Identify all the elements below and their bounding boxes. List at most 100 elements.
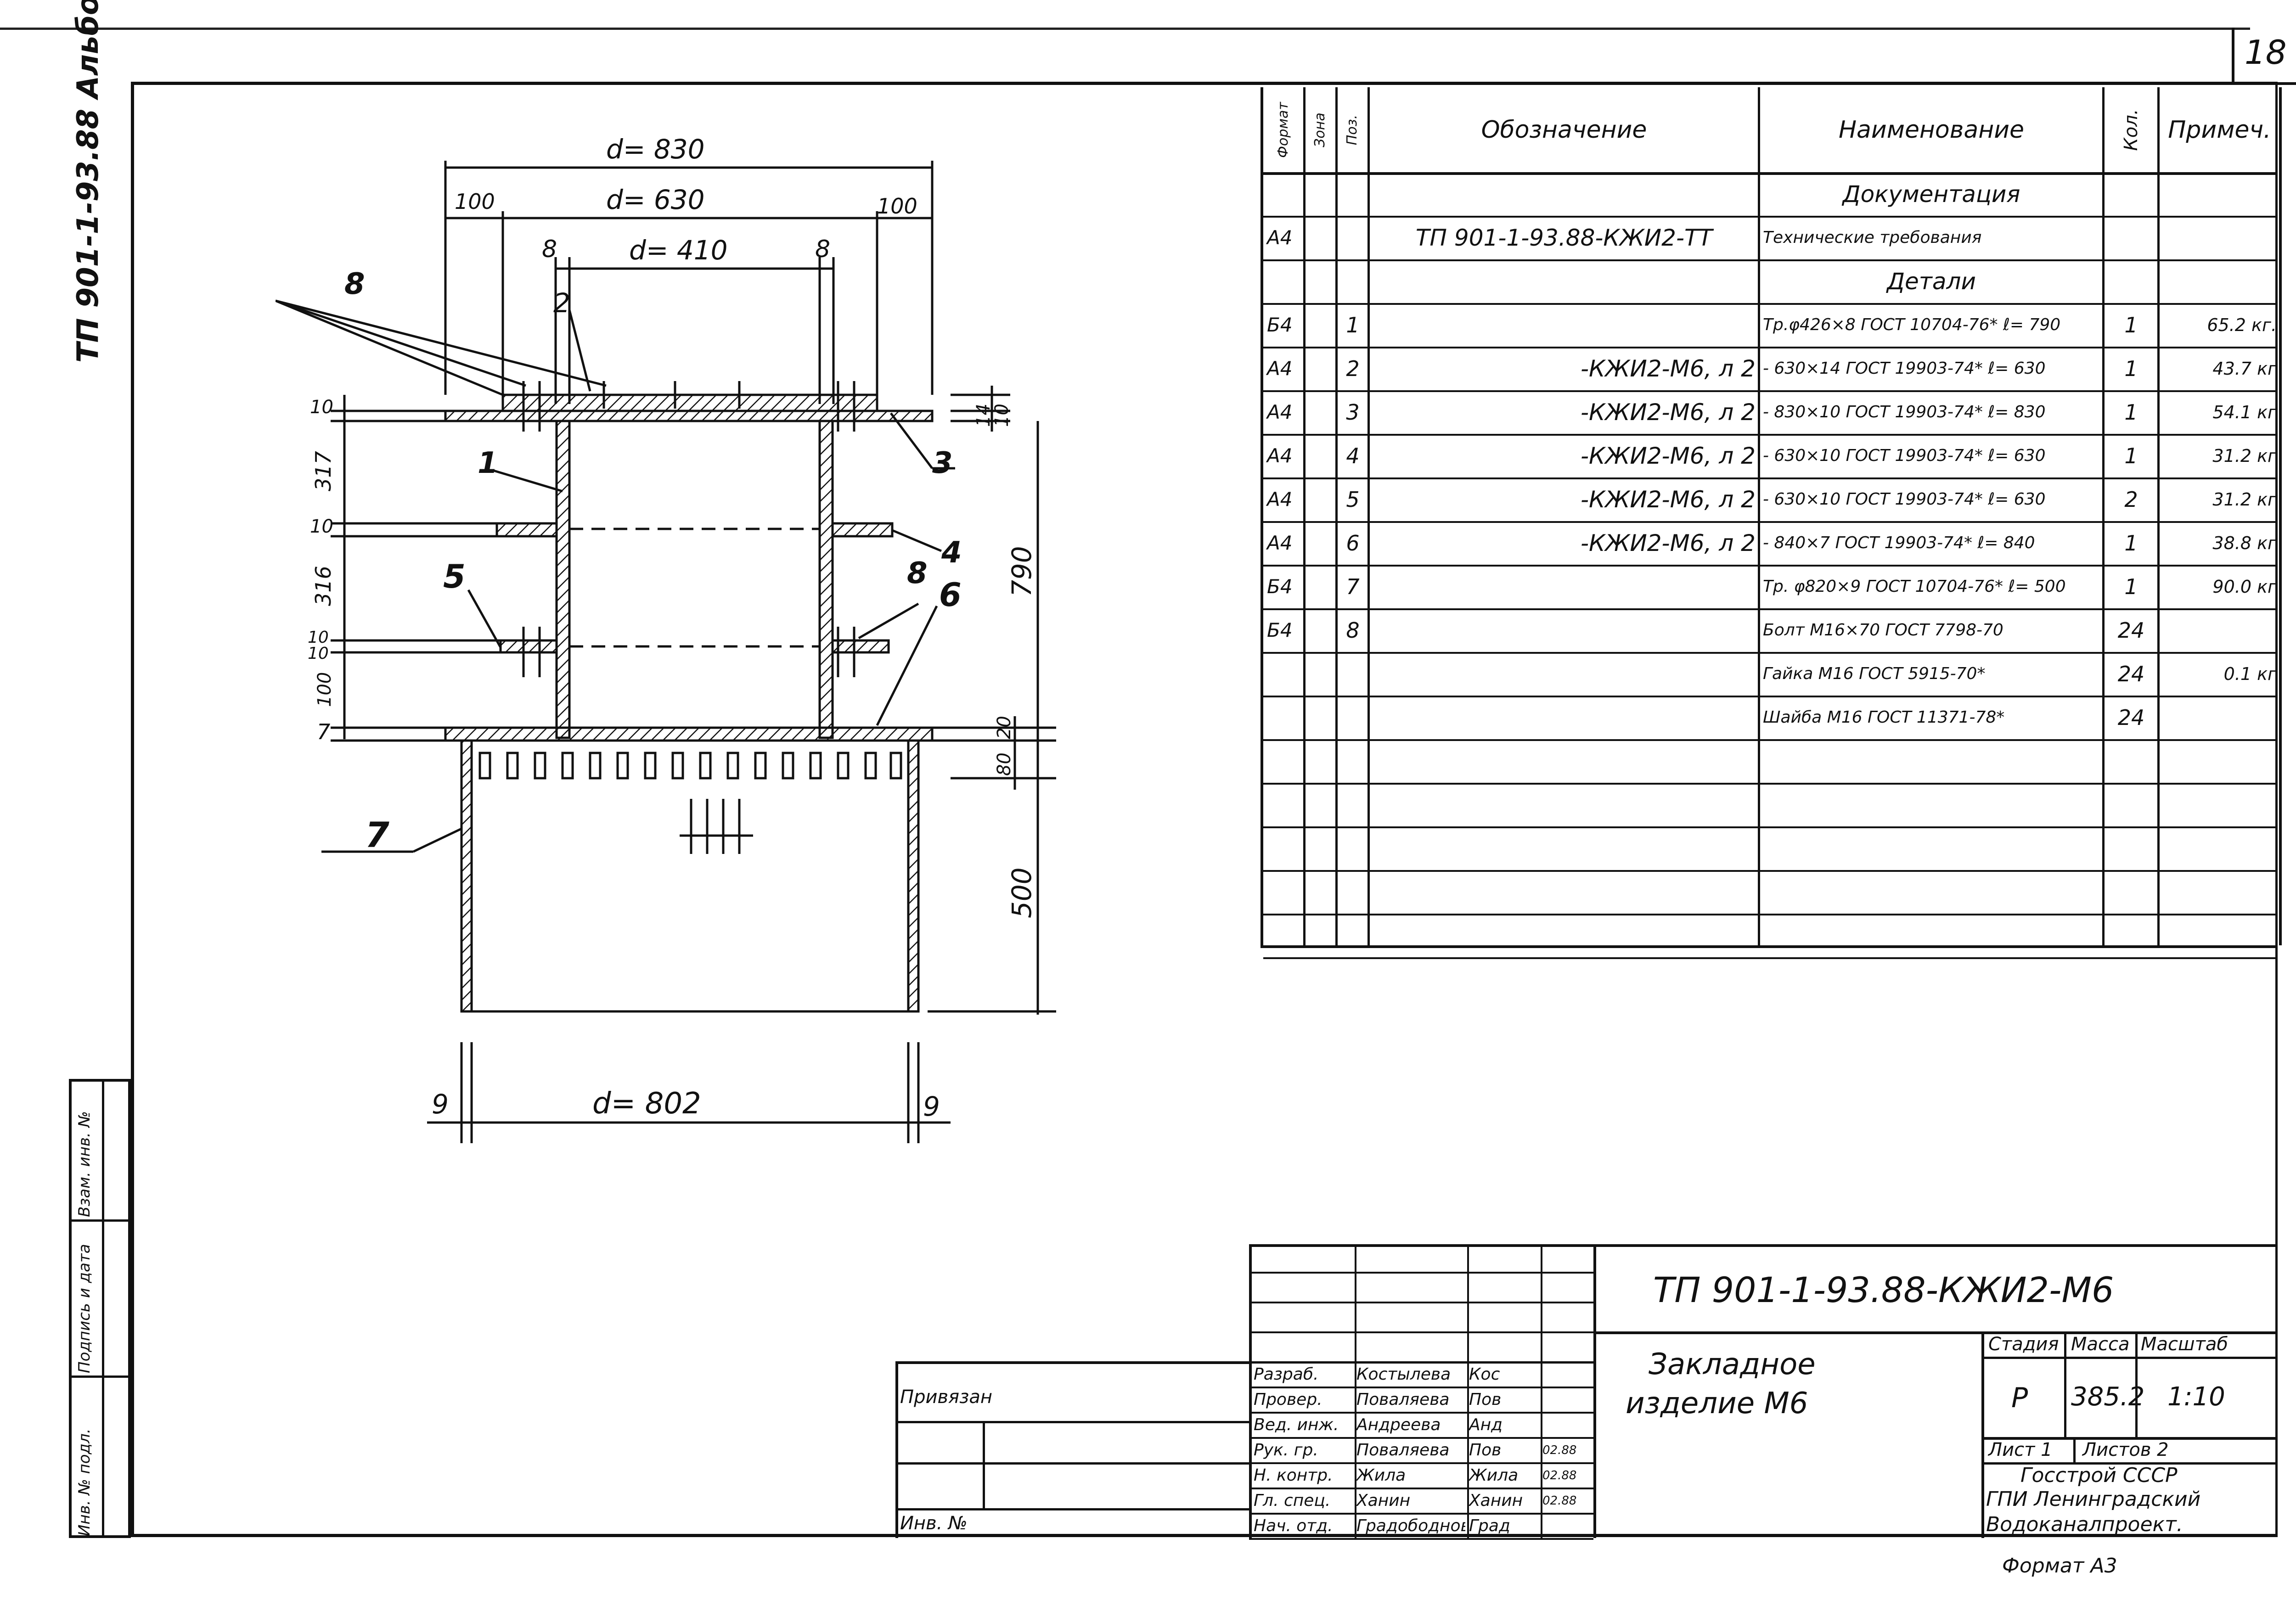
- spec-cell-note: [2159, 870, 2280, 914]
- org-line-2: ГПИ Ленинградский: [1986, 1488, 2201, 1511]
- spec-row: [1263, 870, 2278, 914]
- stamp-label-sign: Подпись и дата: [75, 1244, 94, 1373]
- spec-cell-qty: [2104, 914, 2159, 957]
- signer-role: Н. контр.: [1254, 1466, 1333, 1485]
- scale-value: 1:10: [2167, 1382, 2225, 1412]
- spec-cell-zone: [1305, 696, 1337, 739]
- spec-cell-name: [1759, 739, 2104, 783]
- spec-cell-format: [1263, 826, 1305, 870]
- signer-role: Провер.: [1254, 1390, 1322, 1409]
- callout-3: 3: [932, 446, 953, 480]
- drawing-code: ТП 901-1-93.88-КЖИ2-М6: [1653, 1269, 2114, 1310]
- spec-cell-format: Б4: [1267, 314, 1293, 336]
- spec-cell-note: 31.2 кг: [2212, 489, 2277, 510]
- spec-cell-qty: [2104, 870, 2159, 914]
- org-line-1: Госстрой СССР: [2020, 1464, 2178, 1487]
- spec-cell-designation: [1369, 565, 1759, 608]
- spec-cell-name: [1759, 914, 2104, 957]
- signer-sign: Жила: [1469, 1466, 1519, 1485]
- spec-cell-designation: -КЖИ2-М6, л 2: [1580, 399, 1756, 426]
- signer-date: [1542, 1363, 1592, 1386]
- spec-cell-format: [1263, 914, 1305, 957]
- spec-cell-pos: [1337, 826, 1369, 870]
- dim-right100: 100: [877, 194, 917, 219]
- spec-cell-name: - 630×14 ГОСТ 19903-74* ℓ= 630: [1763, 359, 2046, 378]
- spec-cell-format: А4: [1267, 444, 1293, 467]
- dim-h10d: 10: [308, 644, 329, 663]
- dim-h316: 316: [311, 566, 336, 606]
- spec-cell-designation: -КЖИ2-М6, л 2: [1580, 529, 1756, 556]
- callout-7: 7: [365, 814, 389, 855]
- spec-cell-qty: 2: [2124, 487, 2138, 512]
- spec-cell-designation: [1369, 783, 1759, 826]
- signer-role: Нач. отд.: [1254, 1516, 1333, 1535]
- spec-cell-name: Шайба М16 ГОСТ 11371-78*: [1763, 708, 2005, 727]
- spec-cell-designation: [1369, 914, 1759, 957]
- spec-cell-zone: [1305, 739, 1337, 783]
- spec-cell-designation: [1369, 608, 1759, 652]
- spec-cell-designation: [1369, 652, 1759, 696]
- spec-cell-note: 90.0 кг: [2212, 576, 2277, 597]
- spec-header-designation: Обозначение: [1481, 116, 1647, 144]
- dim-d802: d= 802: [592, 1087, 701, 1121]
- signer-sign: Ханин: [1469, 1491, 1523, 1510]
- spec-cell-qty: 24: [2117, 705, 2145, 730]
- org-line-3: Водоканалпроект.: [1986, 1513, 2183, 1536]
- spec-cell-qty: [2104, 739, 2159, 783]
- spec-cell-zone: [1305, 477, 1337, 521]
- spec-cell-format: [1263, 696, 1305, 739]
- spec-cell-format: [1263, 739, 1305, 783]
- spec-cell-format: Б4: [1267, 575, 1293, 598]
- stamp-label-inv: Инв. № подл.: [75, 1428, 94, 1536]
- dim-h500: 500: [1006, 867, 1037, 918]
- dim-d410: d= 410: [629, 235, 728, 266]
- page-number-box: 18: [2232, 28, 2296, 85]
- spec-cell-pos: 6: [1346, 530, 1360, 556]
- callout-5: 5: [443, 558, 466, 595]
- spec-cell-designation: -КЖИ2-М6, л 2: [1580, 355, 1756, 382]
- callout-6: 6: [939, 576, 962, 614]
- signer-sign: Анд: [1469, 1415, 1503, 1434]
- spec-row: [1263, 783, 2278, 826]
- spec-cell-pos: [1337, 172, 1369, 216]
- callout-4: 4: [941, 536, 962, 570]
- signer-name: Жила: [1356, 1466, 1406, 1485]
- signer-sign: Пов: [1469, 1441, 1502, 1460]
- spec-cell-format: А4: [1267, 357, 1293, 380]
- signer-role: Гл. спец.: [1254, 1491, 1331, 1510]
- scale-header: Масштаб: [2141, 1334, 2228, 1355]
- spec-cell-pos: 3: [1346, 399, 1360, 425]
- spec-cell-pos: [1337, 783, 1369, 826]
- sheets-label: Листов 2: [2082, 1439, 2169, 1460]
- spec-cell-zone: [1305, 259, 1337, 303]
- spec-header-name: Наименование: [1838, 116, 2025, 144]
- spec-cell-zone: [1305, 826, 1337, 870]
- spec-cell-zone: [1305, 172, 1337, 216]
- spec-cell-designation: [1369, 259, 1759, 303]
- signer-date: [1542, 1388, 1592, 1411]
- side-stamp: Инв. № подл. Подпись и дата Взам. инв. №: [69, 1079, 131, 1538]
- title-line-2: изделие М6: [1626, 1387, 1808, 1420]
- spec-cell-qty: [2104, 172, 2159, 216]
- stamp-label-replace: Взам. инв. №: [75, 1111, 94, 1217]
- spec-cell-pos: 1: [1346, 312, 1360, 337]
- spec-cell-name: Болт М16×70 ГОСТ 7798-70: [1763, 621, 2003, 640]
- spec-cell-zone: [1305, 390, 1337, 434]
- dim-d630: d= 630: [606, 184, 705, 215]
- spec-cell-qty: 24: [2117, 661, 2145, 686]
- dim-h10r: 10: [991, 404, 1013, 427]
- signer-sign: Град: [1469, 1516, 1510, 1535]
- spec-cell-qty: [2104, 259, 2159, 303]
- signer-name: Поваляева: [1356, 1390, 1450, 1409]
- spec-cell-qty: 24: [2117, 618, 2145, 643]
- spec-cell-zone: [1305, 783, 1337, 826]
- album-side-label: ТП 901-1-93.88 Альбон V: [71, 0, 105, 363]
- spec-cell-format: А4: [1267, 488, 1293, 511]
- spec-cell-pos: [1337, 914, 1369, 957]
- dim-h10a: 10: [310, 397, 333, 418]
